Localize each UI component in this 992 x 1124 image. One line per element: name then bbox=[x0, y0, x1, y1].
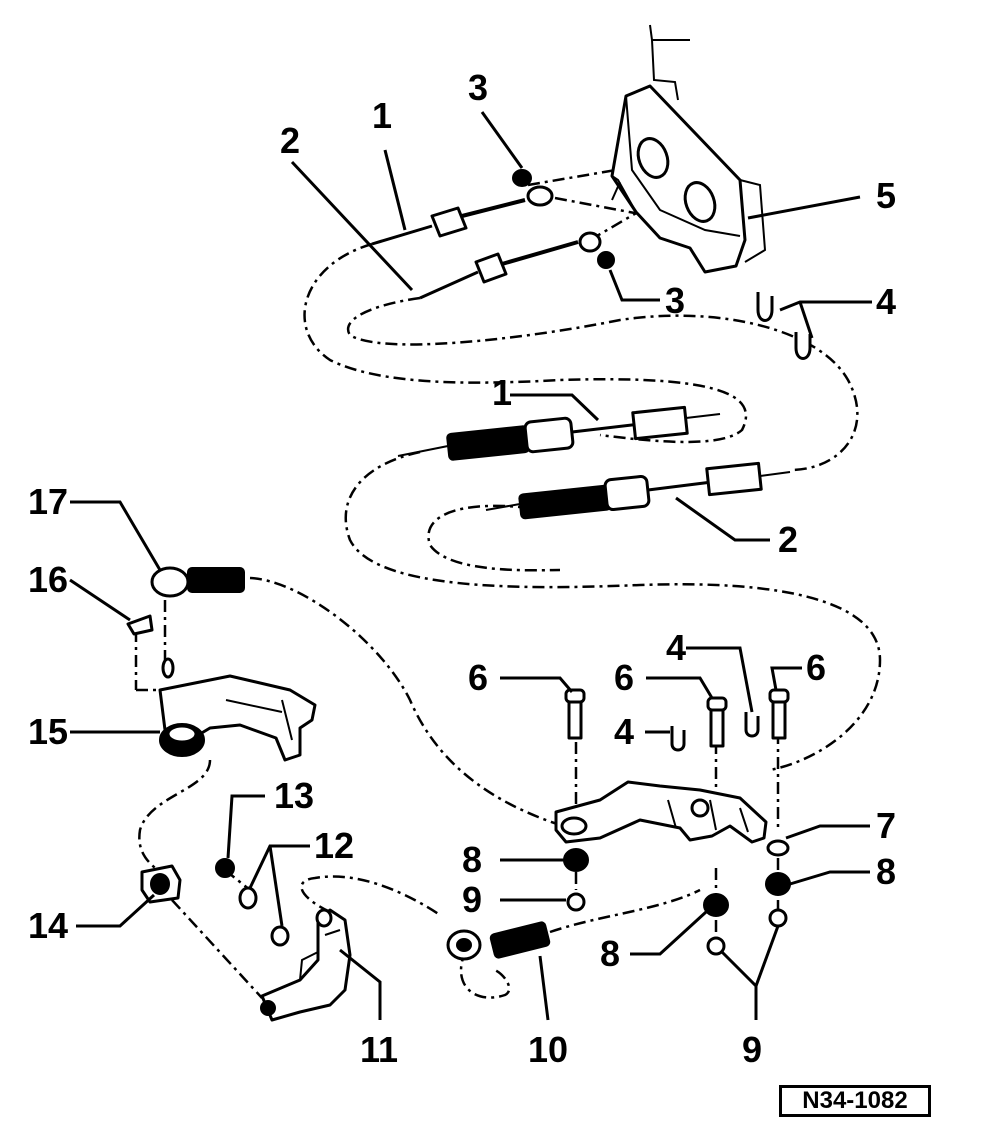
callout-1-top: 1 bbox=[372, 95, 392, 136]
nut-part-13 bbox=[215, 858, 235, 878]
callout-4-lower-mid: 4 bbox=[614, 711, 634, 752]
cable-1-middle-sleeve bbox=[397, 405, 721, 461]
bushing-part-14 bbox=[140, 864, 182, 904]
clips-part-4-lower bbox=[670, 712, 760, 752]
selector-lever-part-15 bbox=[158, 657, 317, 762]
grommets-part-8 bbox=[563, 839, 791, 917]
callout-13: 13 bbox=[274, 775, 314, 816]
callout-9-bottom: 9 bbox=[742, 1029, 762, 1070]
bolts-part-6 bbox=[564, 688, 790, 748]
cable-end-part-10 bbox=[446, 921, 551, 961]
callout-4-upper-mid: 4 bbox=[666, 627, 686, 668]
callout-7: 7 bbox=[876, 805, 896, 846]
callout-6-left: 6 bbox=[468, 657, 488, 698]
studs-part-12 bbox=[238, 886, 290, 947]
callout-8-bottom: 8 bbox=[600, 933, 620, 974]
drawing-reference-number: N34-1082 bbox=[779, 1085, 931, 1117]
callout-9-left: 9 bbox=[462, 879, 482, 920]
cable-2-upper-end bbox=[419, 231, 615, 300]
callout-6-right: 6 bbox=[806, 647, 826, 688]
callout-10: 10 bbox=[528, 1029, 568, 1070]
callout-11: 11 bbox=[360, 1029, 398, 1070]
callout-3-top: 3 bbox=[468, 67, 488, 108]
callout-8-left: 8 bbox=[462, 839, 482, 880]
callout-2-mid: 2 bbox=[778, 519, 798, 560]
callout-14: 14 bbox=[28, 905, 68, 946]
lever-bracket-part-11 bbox=[260, 908, 352, 1022]
leader-lines bbox=[69, 111, 872, 1021]
callout-8-right: 8 bbox=[876, 851, 896, 892]
washers-part-9 bbox=[566, 892, 788, 956]
callout-2-top: 2 bbox=[280, 120, 300, 161]
callout-15: 15 bbox=[28, 711, 68, 752]
transmission-bracket-part-5 bbox=[610, 24, 767, 274]
cable-end-part-17 bbox=[150, 566, 245, 598]
callout-5: 5 bbox=[876, 175, 896, 216]
callout-1-mid: 1 bbox=[492, 372, 512, 413]
cable-2-middle-sleeve bbox=[485, 461, 791, 520]
callout-17: 17 bbox=[28, 481, 68, 522]
callout-labels: 1 2 3 3 5 4 1 2 17 16 15 6 6 6 4 4 7 8 8… bbox=[28, 67, 896, 1070]
mounting-bracket-part-7 bbox=[554, 780, 768, 844]
callout-4-top: 4 bbox=[876, 281, 896, 322]
clip-part-4-top bbox=[756, 292, 812, 360]
callout-12: 12 bbox=[314, 825, 354, 866]
callout-6-mid: 6 bbox=[614, 657, 634, 698]
clip-part-16 bbox=[126, 614, 154, 636]
cable-routing-lines bbox=[134, 168, 882, 999]
cable-1-upper-end bbox=[371, 169, 554, 246]
callout-3-mid: 3 bbox=[665, 280, 685, 321]
callout-16: 16 bbox=[28, 559, 68, 600]
